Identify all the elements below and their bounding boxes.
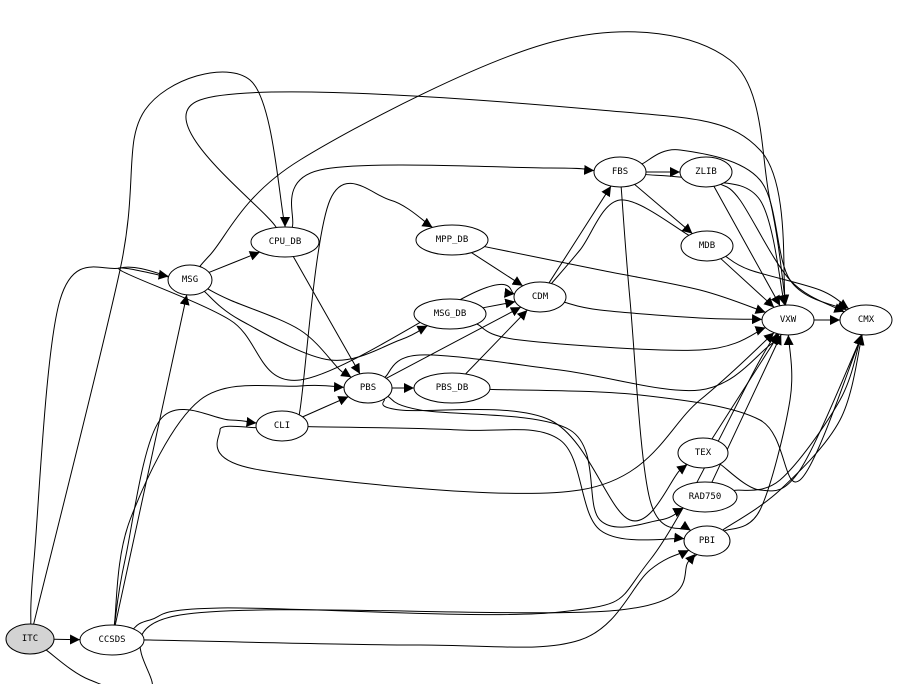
edge-ccsds-to-pbi: [127, 549, 690, 648]
edge-cpu-db-to-fbs: [291, 164, 595, 228]
edge-cdm-to-vxw: [564, 301, 763, 325]
edge-mpp-db-to-vxw: [484, 246, 766, 314]
node-label: RAD750: [689, 492, 722, 502]
node-label: PBS_DB: [436, 383, 469, 393]
node-label: CPU_DB: [269, 237, 302, 247]
edge-cli-to-pbi: [307, 426, 685, 543]
node-pbs[interactable]: PBS: [343, 372, 393, 404]
node-vxw[interactable]: VXW: [761, 304, 815, 336]
edge-cpu-db-to-vxw: [185, 91, 789, 306]
node-rad750[interactable]: RAD750: [672, 481, 738, 513]
node-mpp-db[interactable]: MPP_DB: [415, 224, 489, 256]
edge-cdm-to-fbs: [548, 185, 612, 284]
edge-fbs-to-pbi: [620, 186, 694, 533]
edge-rad750-to-vxw: [711, 334, 782, 483]
edge-cli-to-vxw: [216, 332, 775, 494]
edge-msg-to-cdm: [118, 267, 515, 381]
edge-msg-to-msg-db: [203, 291, 428, 361]
node-mdb[interactable]: MDB: [680, 230, 734, 262]
edge-msg-to-pbs: [207, 288, 352, 378]
node-label: FBS: [612, 167, 628, 177]
nodes: ITC CCSDS MSG CPU_DB CLI PBS PBS_DB MPP_DB MSG_D…: [5, 156, 893, 656]
node-ellipse: [593, 156, 647, 188]
node-ellipse: [255, 410, 309, 442]
node-label: VXW: [780, 315, 797, 325]
node-label: CCSDS: [98, 635, 125, 645]
node-ellipse: [839, 304, 893, 336]
node-pbi[interactable]: PBI: [683, 525, 731, 557]
node-cpu-db[interactable]: CPU_DB: [250, 226, 320, 258]
edge-msg-db-to-vxw: [476, 323, 766, 351]
node-label: CDM: [532, 292, 549, 302]
edge-fbs-to-cmx: [641, 149, 848, 311]
edge-ccsds-to-msg: [114, 294, 190, 626]
node-label: TEX: [695, 448, 712, 458]
node-cdm[interactable]: CDM: [513, 281, 567, 313]
node-msg[interactable]: MSG: [167, 264, 213, 296]
edges: [30, 31, 866, 684]
edge-ccsds-to-cli: [113, 409, 257, 626]
node-label: CMX: [858, 315, 875, 325]
node-pbs-db[interactable]: PBS_DB: [413, 372, 491, 404]
node-label: MPP_DB: [436, 235, 469, 245]
edge-tex-to-cmx: [719, 328, 866, 492]
edge-pbs-db-to-cmx: [489, 327, 866, 483]
edge-pbi-to-cmx: [722, 334, 865, 531]
node-label: PBI: [699, 536, 715, 546]
node-ellipse: [761, 304, 815, 336]
edge-cli-to-pbs: [302, 396, 349, 418]
edge-cpu-db-to-pbs: [292, 256, 361, 375]
node-ellipse: [679, 156, 733, 188]
node-cli[interactable]: CLI: [255, 410, 309, 442]
edge-itc-to-msg: [30, 266, 169, 625]
node-ellipse: [413, 372, 491, 404]
edge-fbs-to-mdb: [634, 184, 693, 234]
edge-msg-db-to-cdm: [482, 298, 516, 309]
edge-zlib-to-vxw: [713, 186, 781, 306]
node-ellipse: [677, 437, 729, 469]
edge-ccsds-to-pbs: [113, 381, 345, 626]
edge-mdb-to-vxw: [720, 258, 775, 308]
node-ellipse: [413, 298, 487, 330]
node-zlib[interactable]: ZLIB: [679, 156, 733, 188]
edge-msg-to-vxw: [199, 31, 790, 306]
edge-itc-to-pbi: [45, 553, 698, 684]
edge-rad750-to-cmx: [733, 334, 863, 491]
node-ellipse: [683, 525, 731, 557]
node-msg-db[interactable]: MSG_DB: [413, 298, 487, 330]
node-ellipse: [343, 372, 393, 404]
node-cmx[interactable]: CMX: [839, 304, 893, 336]
node-label: MSG_DB: [434, 309, 467, 319]
node-ellipse: [680, 230, 734, 262]
node-fbs[interactable]: FBS: [593, 156, 647, 188]
edge-mpp-db-to-cdm: [471, 252, 523, 287]
edge-itc-to-cpu-db: [33, 71, 291, 625]
edge-tex-to-vxw: [711, 333, 780, 440]
node-label: ITC: [22, 634, 38, 644]
node-tex[interactable]: TEX: [677, 437, 729, 469]
node-ellipse: [415, 224, 489, 256]
edge-pbs-to-tex: [382, 398, 688, 522]
node-label: MSG: [182, 275, 198, 285]
edge-pbs-to-cdm: [386, 306, 522, 379]
node-label: MDB: [699, 241, 715, 251]
edge-pbi-to-vxw: [723, 334, 794, 532]
node-ccsds[interactable]: CCSDS: [79, 624, 145, 656]
node-itc[interactable]: ITC: [5, 623, 55, 655]
edge-mdb-to-cmx: [725, 255, 850, 310]
node-label: CLI: [274, 421, 290, 431]
node-label: ZLIB: [695, 167, 717, 177]
node-ellipse: [672, 481, 738, 513]
node-ellipse: [250, 226, 320, 258]
node-ellipse: [167, 264, 213, 296]
node-ellipse: [5, 623, 55, 655]
node-ellipse: [513, 281, 567, 313]
node-ellipse: [79, 624, 145, 656]
node-label: PBS: [360, 383, 376, 393]
edge-pbs-db-to-cdm: [465, 309, 528, 375]
edge-msg-to-cpu-db: [208, 251, 260, 273]
